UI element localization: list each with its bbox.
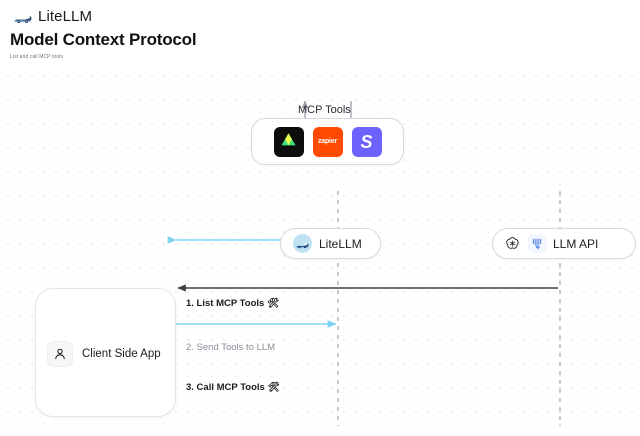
flow-label-2: 2. Send Tools to LLM [186,342,275,353]
flow-label-1: 1. List MCP Tools 🛠 [186,298,279,309]
node-client-label: Client Side App [82,348,161,360]
flow-label-3-text: 3. Call MCP Tools [186,382,265,393]
tools-emoji-icon: 🛠 [267,382,280,393]
zapier-tool[interactable]: zapier [312,126,343,157]
node-llm-api-label: LLM API [553,236,599,251]
openai-logo-icon [503,234,522,253]
tools-emoji-icon: 🛠 [266,298,279,309]
diagram-canvas: MCP Tools zapier S [0,68,640,436]
mcp-tools-label: MCP Tools [298,104,351,116]
zapier-logo-icon: zapier [317,138,338,145]
slack-s-logo-icon: S [360,131,373,152]
page-title: Model Context Protocol [10,30,197,49]
litellm-truck-logo-icon [14,10,32,24]
node-litellm[interactable]: LiteLLM [280,228,381,259]
brand-name: LiteLLM [38,8,93,25]
litellm-avatar-icon [293,234,312,253]
anthropic-logo-icon [528,234,547,253]
slack-tool[interactable]: S [351,126,382,157]
page-subtitle: List and call MCP tools [10,54,64,60]
node-litellm-label: LiteLLM [319,236,362,251]
triangle-logo-icon [280,132,297,152]
node-llm-api[interactable]: LLM API [492,228,636,259]
user-person-icon [47,341,73,367]
client-inner: Client Side App [47,341,161,367]
dark-triangle-tool[interactable] [273,126,304,157]
mcp-tools-box[interactable]: zapier S [251,118,404,165]
flow-label-3: 3. Call MCP Tools 🛠 [186,382,280,393]
flow-label-2-text: 2. Send Tools to LLM [186,342,276,353]
brand: LiteLLM [14,8,92,25]
node-client-side-app[interactable]: Client Side App [35,288,176,417]
flow-label-1-text: 1. List MCP Tools [186,298,265,309]
